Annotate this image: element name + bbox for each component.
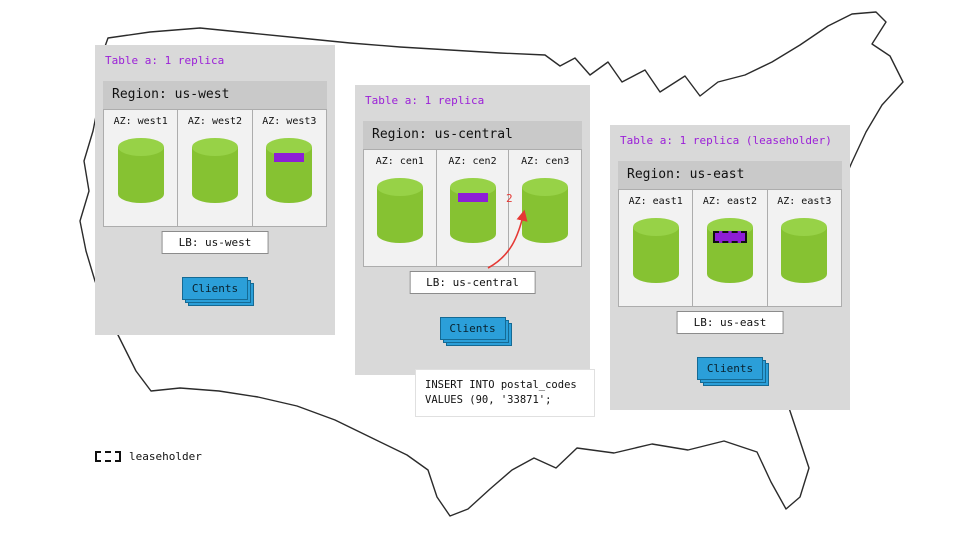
- az-label: AZ: east2: [702, 196, 758, 207]
- clients-button: Clients: [697, 357, 763, 380]
- database-cylinder-icon: [116, 136, 166, 208]
- az-label: AZ: west3: [262, 116, 317, 127]
- leaseholder-legend-icon: [95, 451, 121, 462]
- sql-query-line2: VALUES (90, '33871';: [425, 394, 552, 406]
- database-cylinder-icon: [190, 136, 240, 208]
- replica-badge: [274, 153, 305, 162]
- database-cylinder-icon: [705, 216, 755, 288]
- az-label: AZ: cen3: [521, 156, 570, 167]
- az-column-cen1: AZ: cen1: [363, 149, 437, 267]
- clients-button: Clients: [182, 277, 248, 300]
- legend: leaseholder: [95, 450, 202, 463]
- az-column-east1: AZ: east1: [618, 189, 694, 307]
- az-column-east3: AZ: east3: [767, 189, 842, 307]
- panel-us-central: Table a: 1 replica Region: us-central AZ…: [355, 85, 590, 375]
- az-column-cen2: AZ: cen2: [436, 149, 510, 267]
- database-cylinder-icon: [779, 216, 829, 288]
- load-balancer-box: LB: us-west: [161, 231, 269, 254]
- az-column-cen3: AZ: cen3: [509, 149, 583, 267]
- az-label: AZ: cen2: [448, 156, 497, 167]
- region-title: Region: us-east: [618, 161, 842, 189]
- arrow-step-label: 2: [506, 192, 513, 205]
- database-cylinder-icon: [264, 136, 314, 208]
- load-balancer-box: LB: us-central: [409, 271, 536, 294]
- az-column-west2: AZ: west2: [178, 109, 253, 227]
- region-title: Region: us-central: [363, 121, 582, 149]
- az-column-west1: AZ: west1: [103, 109, 179, 227]
- leaseholder-badge: [712, 231, 747, 243]
- database-cylinder-icon: [448, 176, 498, 248]
- replica-badge: [457, 193, 488, 202]
- clients-stack: Clients: [439, 317, 506, 340]
- az-label: AZ: cen1: [375, 156, 424, 167]
- region-title: Region: us-west: [103, 81, 327, 109]
- load-balancer-box: LB: us-east: [676, 311, 784, 334]
- table-header: Table a: 1 replica: [105, 54, 225, 67]
- az-column-west3: AZ: west3: [252, 109, 327, 227]
- az-label: AZ: east1: [628, 196, 683, 207]
- clients-stack: Clients: [182, 277, 248, 300]
- az-column-east2: AZ: east2: [693, 189, 768, 307]
- az-label: AZ: west2: [187, 116, 243, 127]
- az-row: AZ: cen1 AZ: cen2 AZ: cen3: [363, 149, 583, 267]
- database-cylinder-icon: [520, 176, 570, 248]
- database-cylinder-icon: [631, 216, 681, 288]
- panel-us-west: Table a: 1 replica Region: us-west AZ: w…: [95, 45, 335, 335]
- table-header: Table a: 1 replica (leaseholder): [620, 134, 832, 147]
- clients-stack: Clients: [697, 357, 763, 380]
- sql-query-box: INSERT INTO postal_codes VALUES (90, '33…: [415, 369, 595, 417]
- database-cylinder-icon: [375, 176, 425, 248]
- sql-query-line1: INSERT INTO postal_codes: [425, 379, 577, 391]
- table-header: Table a: 1 replica: [365, 94, 485, 107]
- clients-button: Clients: [439, 317, 506, 340]
- az-label: AZ: east3: [777, 196, 832, 207]
- panel-us-east: Table a: 1 replica (leaseholder) Region:…: [610, 125, 850, 410]
- legend-label: leaseholder: [129, 450, 202, 463]
- az-label: AZ: west1: [113, 116, 168, 127]
- az-row: AZ: west1 AZ: west2 AZ: west3: [103, 109, 327, 227]
- az-row: AZ: east1 AZ: east2 AZ: east3: [618, 189, 842, 307]
